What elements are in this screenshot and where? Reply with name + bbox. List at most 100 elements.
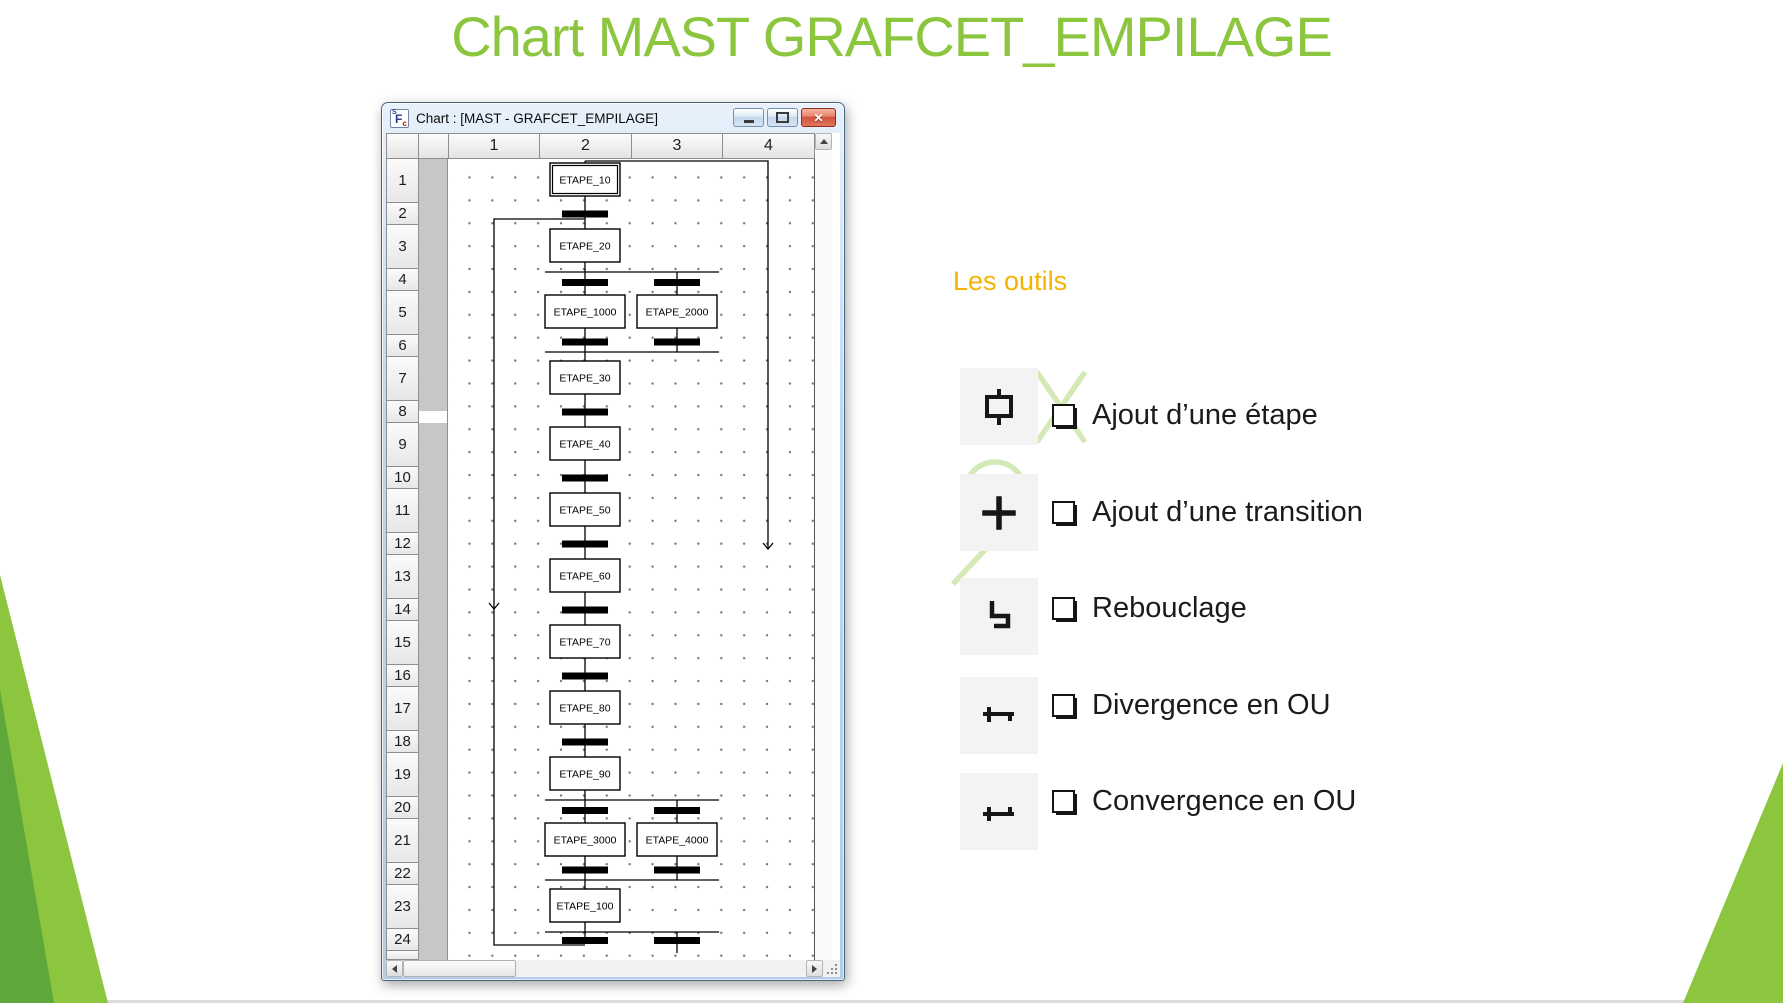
sfc-step[interactable]: [549, 492, 621, 527]
sfc-step[interactable]: [544, 294, 626, 329]
or-convergence-tool-icon: [960, 773, 1038, 850]
checkbox-bullet-icon: [1052, 694, 1075, 717]
step-tool-icon: [960, 368, 1038, 445]
sfc-transition[interactable]: [562, 807, 608, 814]
sfc-transition[interactable]: [654, 866, 700, 874]
sfc-transition[interactable]: [562, 937, 608, 944]
sfc-transition[interactable]: [562, 408, 608, 416]
row-header[interactable]: 7: [386, 357, 419, 401]
row-header[interactable]: 15: [386, 621, 419, 665]
sfc-transition[interactable]: [562, 279, 608, 286]
row-header[interactable]: 12: [386, 533, 419, 555]
row-header[interactable]: 23: [386, 885, 419, 929]
sfc-transition[interactable]: [562, 606, 608, 614]
scroll-left-button[interactable]: [386, 960, 403, 977]
row-header[interactable]: 1: [386, 159, 419, 203]
row-header[interactable]: 24: [386, 929, 419, 951]
sfc-step[interactable]: [636, 294, 718, 329]
close-icon: ✕: [813, 110, 824, 125]
maximize-button[interactable]: [767, 108, 798, 127]
sfc-step-label: ETAPE_3000: [554, 835, 617, 847]
minimize-icon: [743, 119, 754, 123]
sfc-transition[interactable]: [562, 738, 608, 746]
grid-margin-column: [418, 159, 448, 960]
checkbox-bullet-icon: [1052, 501, 1075, 524]
row-header[interactable]: 8: [386, 401, 419, 423]
row-header[interactable]: 4: [386, 269, 419, 291]
column-header[interactable]: 2: [540, 133, 632, 159]
sfc-step-label: ETAPE_20: [559, 241, 610, 253]
page-break-gap: [419, 411, 447, 423]
sfc-transition[interactable]: [562, 338, 608, 346]
h-scroll-thumb[interactable]: [403, 960, 516, 977]
row-header[interactable]: 13: [386, 555, 419, 599]
row-header[interactable]: 5: [386, 291, 419, 335]
row-header[interactable]: 18: [386, 731, 419, 753]
checkbox-bullet-icon: [1052, 790, 1075, 813]
row-header[interactable]: 14: [386, 599, 419, 621]
tool-row-convergence: Convergence en OU: [1052, 785, 1356, 818]
corner-triangle-right: [1683, 763, 1783, 1003]
tool-label: Divergence en OU: [1092, 689, 1331, 721]
sfc-step[interactable]: [544, 822, 626, 857]
sfc-step[interactable]: [549, 888, 621, 923]
sfc-step[interactable]: [549, 360, 621, 395]
row-header[interactable]: 6: [386, 335, 419, 357]
row-header[interactable]: 9: [386, 423, 419, 467]
window-controls: ✕: [733, 108, 836, 127]
row-header[interactable]: 3: [386, 225, 419, 269]
restore-icon: [776, 112, 789, 123]
sfc-step[interactable]: [549, 162, 621, 197]
arrow-up-icon: [819, 139, 828, 144]
scroll-right-button[interactable]: [806, 960, 823, 977]
scroll-up-button[interactable]: [815, 133, 832, 150]
sfc-step[interactable]: [636, 822, 718, 857]
column-header[interactable]: 4: [723, 133, 815, 159]
row-header-partial: [386, 951, 419, 960]
sfc-step-label: ETAPE_60: [559, 571, 610, 583]
link-marker: [488, 602, 500, 611]
jump-line: [585, 160, 769, 549]
sfc-transition[interactable]: [562, 474, 608, 482]
column-header[interactable]: 1: [449, 133, 540, 159]
close-button[interactable]: ✕: [801, 108, 836, 127]
sfc-step-label: ETAPE_40: [559, 439, 610, 451]
row-header[interactable]: 10: [386, 467, 419, 489]
sfc-step[interactable]: [549, 426, 621, 461]
link-marker: [762, 542, 774, 551]
arrow-left-icon: [392, 964, 397, 973]
horizontal-scrollbar[interactable]: [386, 960, 840, 977]
row-header[interactable]: 11: [386, 489, 419, 533]
row-header[interactable]: 22: [386, 863, 419, 885]
row-header[interactable]: 20: [386, 797, 419, 819]
sfc-transition[interactable]: [562, 540, 608, 548]
sfc-step-label: ETAPE_80: [559, 703, 610, 715]
minimize-button[interactable]: [733, 108, 764, 127]
column-header[interactable]: 3: [632, 133, 723, 159]
sfc-step[interactable]: [549, 558, 621, 593]
row-header[interactable]: 21: [386, 819, 419, 863]
row-header[interactable]: 2: [386, 203, 419, 225]
resize-grip[interactable]: [823, 960, 840, 977]
sfc-step[interactable]: [549, 624, 621, 659]
tools-heading: Les outils: [953, 266, 1068, 296]
sfc-transition[interactable]: [562, 866, 608, 874]
row-header[interactable]: 16: [386, 665, 419, 687]
sfc-transition[interactable]: [562, 672, 608, 680]
tool-label: Ajout d’une transition: [1092, 496, 1363, 528]
sfc-step[interactable]: [549, 690, 621, 725]
sfc-step[interactable]: [549, 228, 621, 263]
sfc-transition[interactable]: [562, 210, 608, 218]
row-header[interactable]: 19: [386, 753, 419, 797]
checkbox-bullet-icon: [1052, 597, 1075, 620]
sfc-step[interactable]: [549, 756, 621, 791]
vertical-scrollbar[interactable]: [815, 133, 832, 960]
sfc-transition[interactable]: [654, 338, 700, 346]
sfc-step-label: ETAPE_100: [556, 901, 613, 913]
row-header[interactable]: 17: [386, 687, 419, 731]
